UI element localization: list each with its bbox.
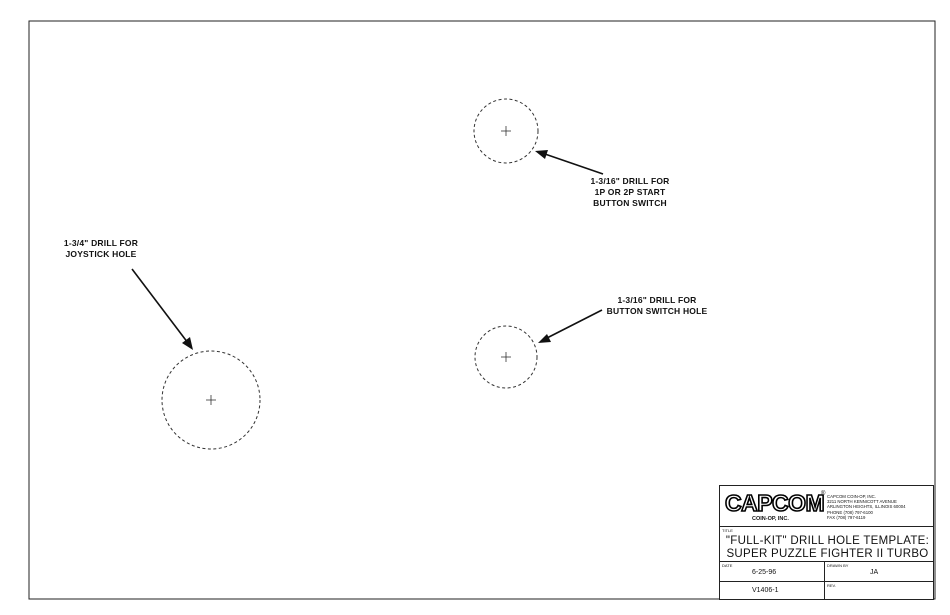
callout-line: 1P OR 2P START (594, 187, 666, 197)
date-value: 6-25-96 (752, 569, 777, 576)
callout-line: 1-3/16" DRILL FOR (590, 176, 670, 186)
logo-cell: CAPCOM ® COIN-OP, INC. CAPCOM COIN-OP, I… (719, 485, 934, 527)
callout-line: JOYSTICK HOLE (65, 249, 137, 259)
drawing-number-cell: V1406-1 (719, 581, 825, 600)
logo-subtitle: COIN-OP, INC. (752, 516, 789, 522)
button-switch-callout: 1-3/16" DRILL FOR BUTTON SWITCH HOLE (592, 295, 722, 317)
callout-line: BUTTON SWITCH (593, 198, 667, 208)
joystick-leader-arrow (131, 268, 193, 350)
date-cell: DATE 6-25-96 (719, 561, 825, 582)
start-button-leader-arrow (535, 150, 604, 175)
address-line: 3211 NORTH KENNICOTT AVENUE (827, 499, 897, 505)
company-address: CAPCOM COIN-OP, INC. 3211 NORTH KENNICOT… (827, 494, 933, 520)
registered-mark: ® (821, 491, 826, 497)
joystick-callout: 1-3/4" DRILL FOR JOYSTICK HOLE (46, 238, 156, 260)
address-line: FAX (708) 797-6119 (827, 514, 866, 520)
rev-cell: REV. (824, 581, 934, 600)
callout-line: 1-3/16" DRILL FOR (617, 295, 697, 305)
address-line: CAPCOM COIN-OP, INC. (827, 494, 876, 499)
title-cell: TITLE "FULL-KIT" DRILL HOLE TEMPLATE: SU… (719, 526, 934, 562)
capcom-logo: CAPCOM (724, 490, 825, 516)
drawn-by-cell: DRAWN BY JA (824, 561, 934, 582)
drawing-title-line-2: SUPER PUZZLE FIGHTER II TURBO (726, 548, 929, 560)
drawn-by-field-label: DRAWN BY (827, 563, 849, 568)
sheet-border (28, 20, 936, 600)
address-line: ARLINGTON HEIGHTS, ILLINOIS 60004 (827, 504, 906, 510)
callout-line: BUTTON SWITCH HOLE (606, 306, 708, 316)
button-switch-hole (474, 325, 538, 389)
drawn-by-value: JA (870, 569, 879, 576)
joystick-hole (161, 350, 261, 450)
address-line: PHONE (708) 797-6100 (827, 509, 873, 515)
drawing-title-line-1: "FULL-KIT" DRILL HOLE TEMPLATE: (725, 535, 930, 547)
date-field-label: DATE (722, 563, 733, 568)
title-block: CAPCOM ® COIN-OP, INC. CAPCOM COIN-OP, I… (719, 485, 934, 600)
rev-field-label: REV. (827, 583, 836, 588)
drawing-number-value: V1406-1 (752, 587, 779, 594)
button-switch-leader-arrow (538, 309, 603, 343)
title-field-label: TITLE (722, 528, 733, 533)
start-button-hole (473, 98, 539, 164)
start-button-callout: 1-3/16" DRILL FOR 1P OR 2P START BUTTON … (575, 176, 685, 209)
callout-line: 1-3/4" DRILL FOR (63, 238, 139, 248)
